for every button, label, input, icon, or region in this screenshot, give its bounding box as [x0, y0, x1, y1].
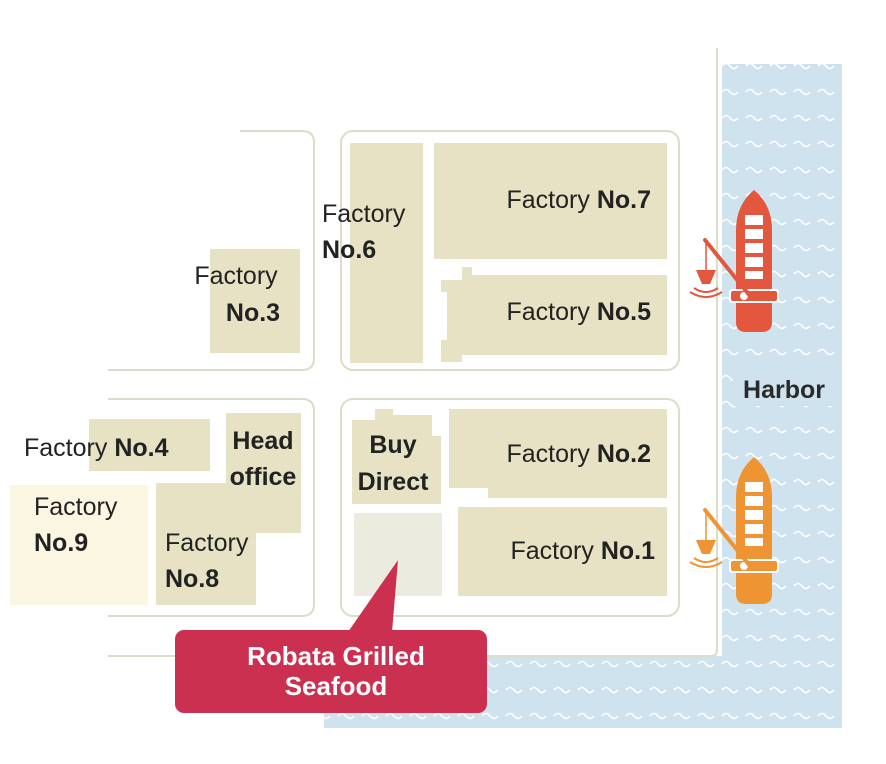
- factory-2-label: Factory No.2: [507, 440, 652, 468]
- robata-callout[interactable]: Robata Grilled Seafood: [175, 560, 487, 713]
- factory-7-building[interactable]: [434, 143, 667, 259]
- factory-1-label: Factory No.1: [511, 537, 656, 565]
- factory-9-building[interactable]: [10, 485, 148, 605]
- factory-1-building[interactable]: [458, 507, 667, 596]
- robata-building[interactable]: [354, 513, 442, 596]
- callout-line2: Seafood: [285, 671, 388, 701]
- buy-direct-building[interactable]: [352, 409, 441, 504]
- street-blocks: [108, 130, 680, 617]
- head-office-line2: office: [230, 463, 297, 491]
- factory-3-building[interactable]: [210, 249, 300, 353]
- buy-direct-line2: Direct: [358, 468, 430, 496]
- factory-8-number: No.8: [165, 565, 219, 593]
- harbor-label: Harbor: [743, 376, 825, 404]
- factory-5-building[interactable]: [441, 267, 667, 362]
- factory-8-word: Factory: [165, 529, 249, 557]
- factory-4-building[interactable]: [89, 419, 210, 471]
- head-office-line1: Head: [232, 427, 293, 455]
- factory-8-building[interactable]: [156, 483, 256, 605]
- buildings: [10, 143, 667, 605]
- factory-9-word: Factory: [34, 493, 118, 521]
- factory-5-label: Factory No.5: [507, 298, 652, 326]
- factory-9-number: No.9: [34, 529, 88, 557]
- orange-fishing-boat-icon: [689, 457, 779, 604]
- factory-6-number: No.6: [322, 236, 376, 264]
- callout-line1: Robata Grilled: [247, 641, 425, 671]
- callout-pointer-icon: [348, 560, 398, 632]
- factory-7-label: Factory No.7: [507, 186, 652, 214]
- factory-3-number: No.3: [226, 299, 280, 327]
- factory-2-building[interactable]: [449, 409, 667, 498]
- factory-6-building[interactable]: [350, 143, 423, 363]
- factory-4-label: Factory No.4: [24, 434, 169, 462]
- factory-3-word: Factory: [194, 262, 278, 290]
- red-fishing-boat-icon: [689, 190, 779, 332]
- buy-direct-line1: Buy: [369, 431, 416, 459]
- factory-6-word: Factory: [322, 200, 406, 228]
